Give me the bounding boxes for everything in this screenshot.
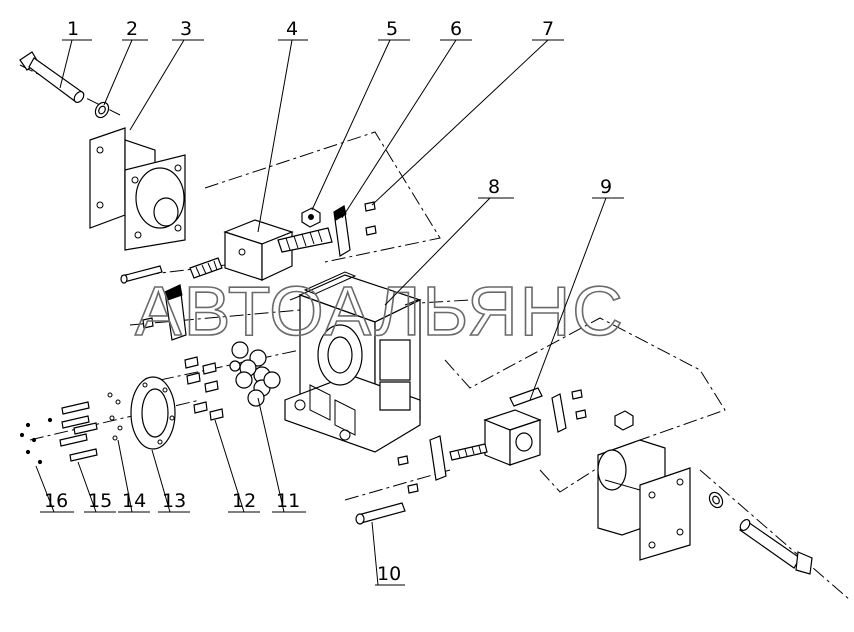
callout-6: 6	[450, 18, 462, 40]
part-9-key	[509, 387, 543, 407]
callout-14: 14	[122, 490, 146, 512]
callout-13: 13	[162, 490, 186, 512]
callout-4: 4	[286, 18, 298, 40]
part-3-flange-housing	[89, 127, 186, 251]
callout-2: 2	[126, 18, 138, 40]
shift-rod-upper	[120, 265, 163, 284]
part-10-shift-rod	[355, 502, 406, 525]
callout-16: 16	[44, 490, 68, 512]
callout-1: 1	[67, 18, 79, 40]
callout-5: 5	[386, 18, 398, 40]
part-8-gearbox-housing	[284, 271, 422, 453]
callout-labels: 1 2 3 4 5 6 7 8 9 10 11 12 13 14 15 16	[44, 18, 612, 585]
part-4-shift-block	[189, 219, 333, 281]
part-16-spring-washers	[19, 417, 53, 465]
callout-8: 8	[488, 176, 500, 198]
callout-15: 15	[88, 490, 112, 512]
right-nut	[614, 410, 634, 431]
callout-9: 9	[600, 176, 612, 198]
right-shift-block	[449, 409, 542, 466]
callout-12: 12	[232, 490, 256, 512]
watermark-text: АВТОАЛЬЯНС	[135, 272, 625, 350]
part-14-small-washers	[107, 392, 123, 441]
left-shift-fork	[142, 284, 187, 341]
part-12-bushings	[184, 356, 224, 421]
part-11-rollers	[229, 341, 281, 407]
right-shift-forks	[397, 389, 587, 494]
part-2-washer	[94, 101, 110, 119]
part-15-bolts	[59, 401, 98, 462]
part-6-shift-fork	[333, 205, 351, 257]
callout-10: 10	[377, 563, 401, 585]
callout-3: 3	[180, 18, 192, 40]
callout-7: 7	[542, 18, 554, 40]
callout-leaders	[35, 39, 624, 586]
part-1-bolt	[19, 51, 85, 104]
part-5-nut	[301, 207, 321, 228]
part-7-pins	[364, 201, 377, 236]
right-bolt	[739, 518, 813, 575]
right-washer	[708, 491, 724, 509]
part-13-gasket	[130, 376, 176, 450]
callout-11: 11	[276, 490, 300, 512]
right-flange-housing	[597, 439, 691, 561]
